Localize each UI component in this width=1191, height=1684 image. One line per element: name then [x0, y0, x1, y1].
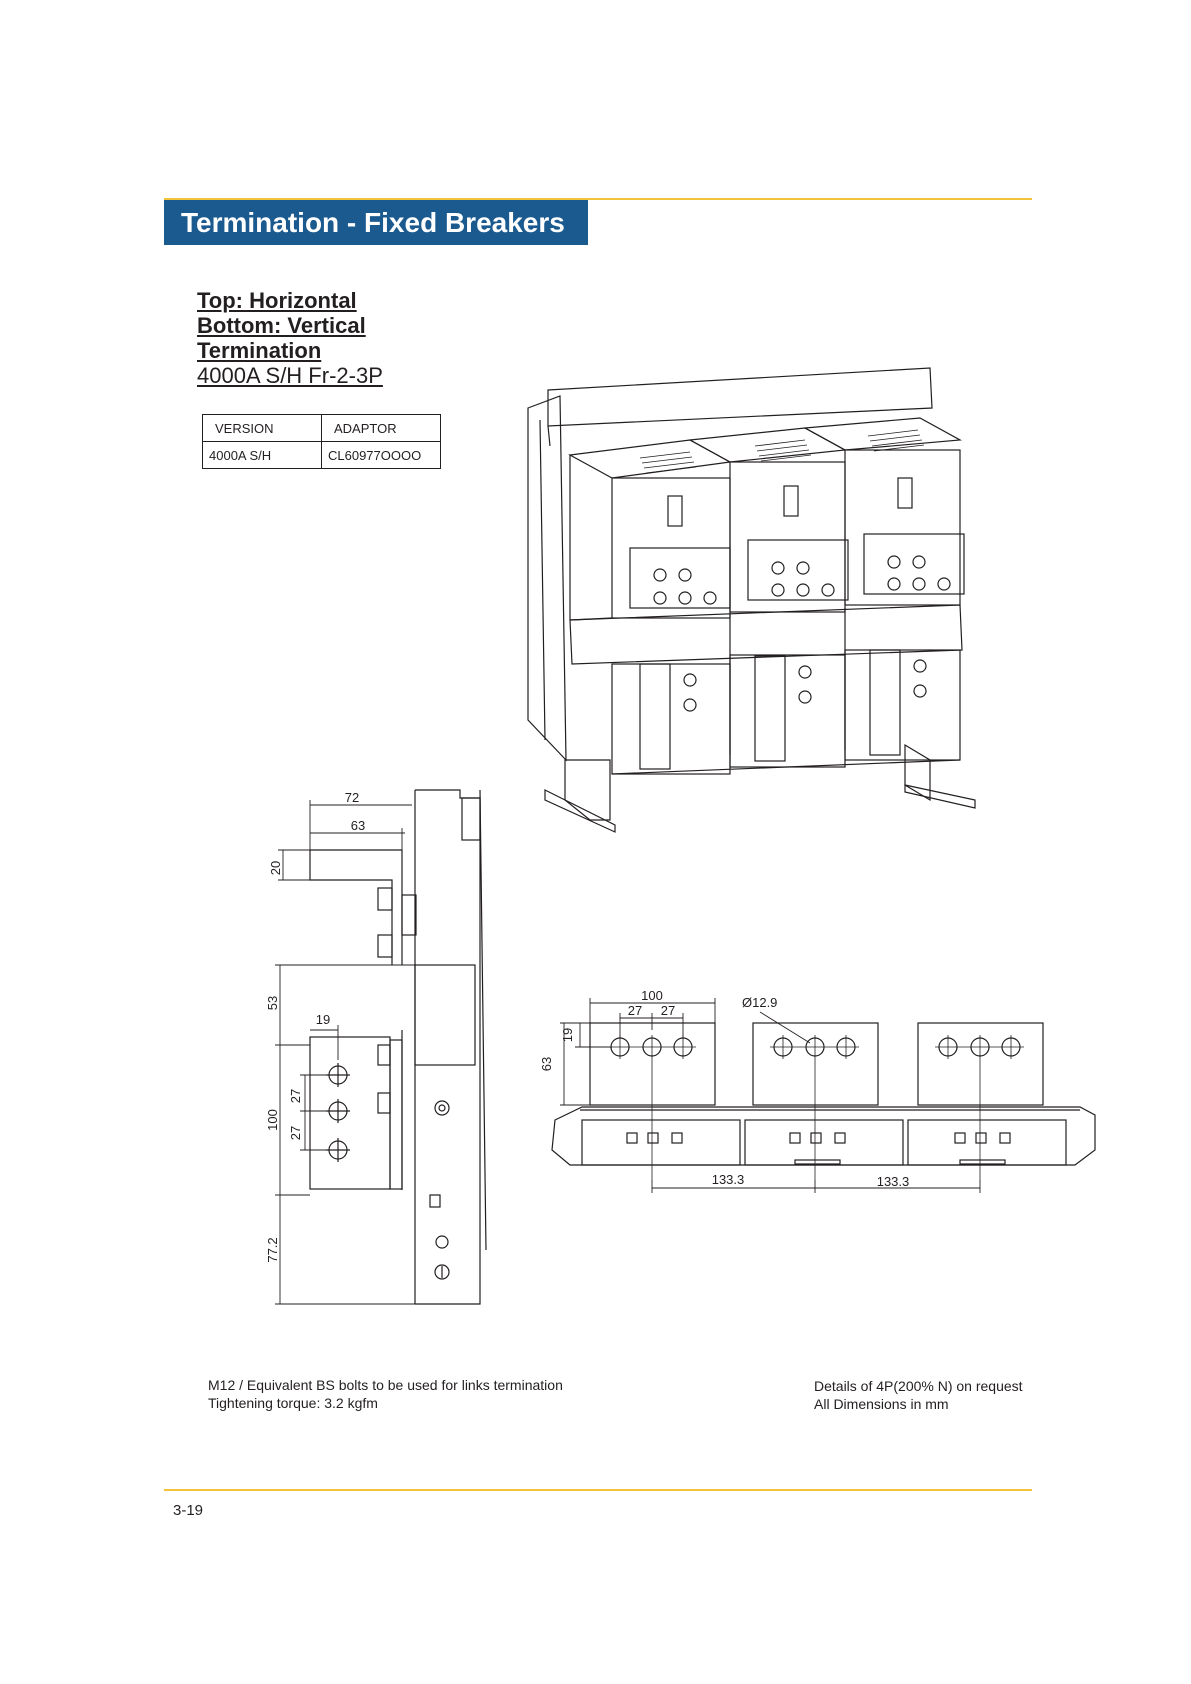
dim-label-53: 53 [265, 996, 280, 1010]
dim-label-77-2: 77.2 [265, 1237, 280, 1262]
subheading: Top: Horizontal Bottom: Vertical Termina… [197, 288, 383, 388]
front-dim-63: 63 [539, 1057, 554, 1071]
table-header-version: VERSION [202, 414, 322, 442]
subheading-line3: Termination [197, 338, 322, 363]
page-number: 3-19 [173, 1502, 204, 1519]
dim-label-20: 20 [268, 861, 283, 875]
footer-rule [164, 1489, 1032, 1491]
dim-label-19: 19 [316, 1012, 330, 1027]
dim-label-63: 63 [351, 818, 365, 833]
dim-label-72: 72 [345, 790, 359, 805]
table-cell-version: 4000A S/H [202, 441, 322, 469]
table-header-adaptor: ADAPTOR [321, 414, 441, 442]
breaker-isometric-drawing [527, 367, 976, 833]
table-cell-adaptor: CL60977OOOO [321, 441, 441, 469]
front-dim-hole-diameter: Ø12.9 [742, 995, 777, 1010]
page-title: Termination - Fixed Breakers [164, 200, 588, 245]
dim-label-27b: 27 [288, 1126, 303, 1140]
front-dim-pitch-1: 133.3 [712, 1172, 745, 1187]
subheading-line1: Top: Horizontal [197, 288, 357, 313]
note-dimensions-unit: All Dimensions in mm [814, 1396, 949, 1412]
side-view-drawing [275, 789, 487, 1305]
note-right: Details of 4P(200% N) on request All Dim… [814, 1377, 1023, 1413]
note-4p-details: Details of 4P(200% N) on request [814, 1378, 1023, 1394]
model-name: 4000A S/H Fr-2-3P [197, 363, 383, 388]
dim-label-100: 100 [265, 1109, 280, 1131]
note-torque: Tightening torque: 3.2 kgfm [208, 1395, 378, 1411]
front-dim-27a: 27 [628, 1003, 642, 1018]
front-dim-19: 19 [560, 1028, 575, 1042]
table-row: 4000A S/H CL60977OOOO [202, 441, 441, 469]
front-dim-pitch-2: 133.3 [877, 1174, 910, 1189]
version-table: VERSION ADAPTOR 4000A S/H CL60977OOOO [202, 414, 441, 469]
note-bolts: M12 / Equivalent BS bolts to be used for… [208, 1377, 563, 1393]
table-header-row: VERSION ADAPTOR [202, 414, 441, 442]
front-dim-27b: 27 [661, 1003, 675, 1018]
front-dim-100: 100 [641, 988, 663, 1003]
dim-label-27a: 27 [288, 1089, 303, 1103]
header-rule [164, 198, 1032, 200]
note-left: M12 / Equivalent BS bolts to be used for… [208, 1376, 563, 1412]
subheading-line2: Bottom: Vertical [197, 313, 366, 338]
front-view-drawing [551, 998, 1096, 1193]
